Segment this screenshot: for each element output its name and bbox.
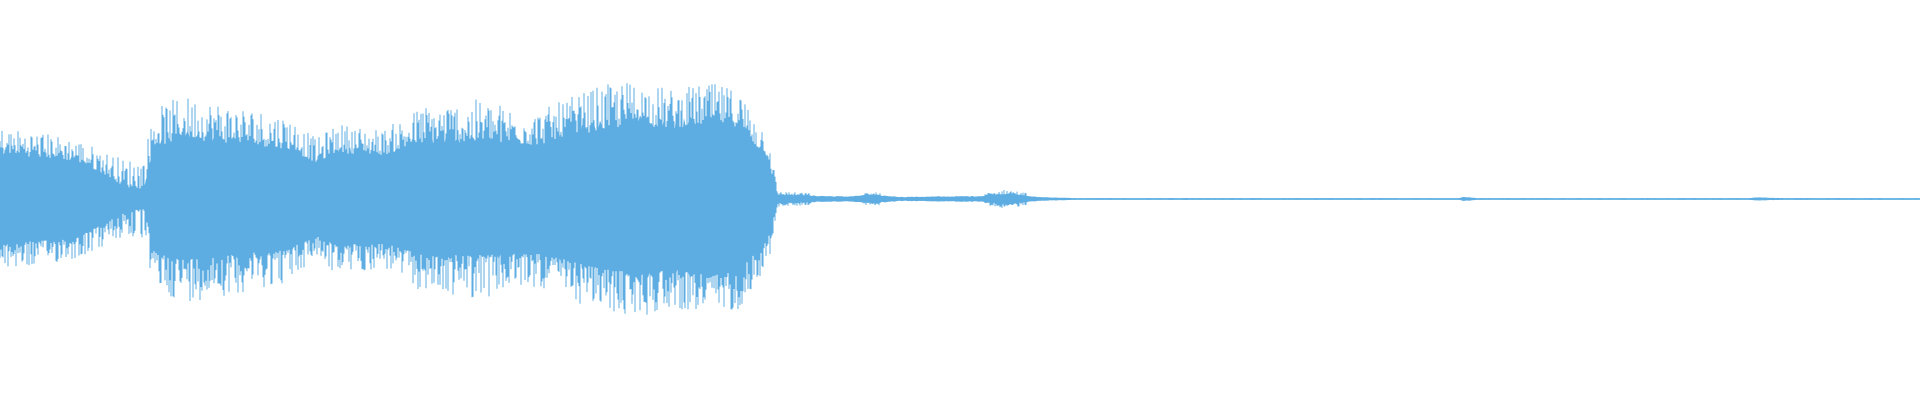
waveform-spike-lines [0, 83, 1028, 315]
waveform-peaks [0, 83, 1028, 315]
